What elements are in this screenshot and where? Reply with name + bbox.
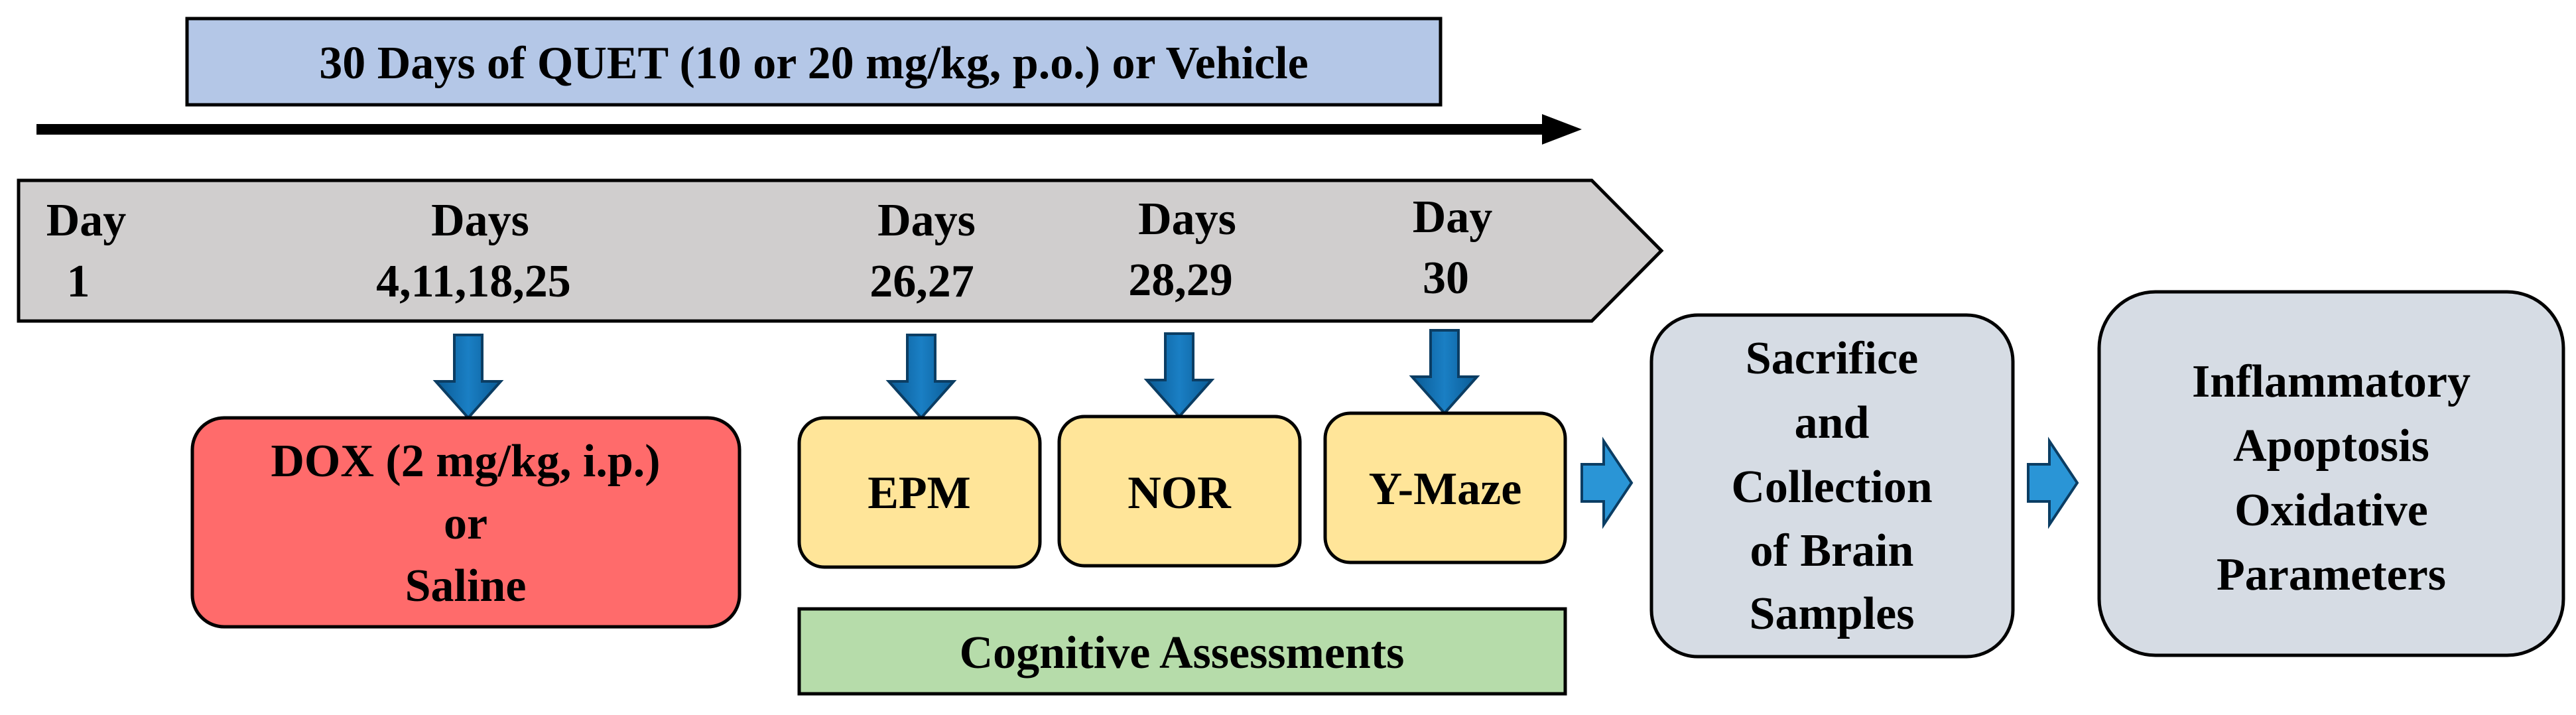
milestone-epm-days-label: Days <box>877 195 976 246</box>
timeline-bar <box>17 178 1664 323</box>
down-arrow-ymaze <box>1409 329 1480 416</box>
parameters-line1: Inflammatory <box>2192 356 2471 407</box>
duration-arrow-head <box>1542 114 1582 145</box>
dox-box-line2: or <box>444 498 487 549</box>
dox-box <box>190 416 741 629</box>
milestone-day-1-value: 1 <box>67 256 90 307</box>
sacrifice-line4: of Brain <box>1750 525 1914 576</box>
milestone-nor-days-label: Days <box>1138 194 1236 245</box>
test-box-epm-label: EPM <box>868 468 971 519</box>
cognitive-assessments-box <box>797 607 1567 696</box>
milestone-nor-days-value: 28,29 <box>1128 255 1233 306</box>
down-arrow-nor <box>1143 332 1215 419</box>
down-arrow-dox <box>432 334 504 421</box>
cognitive-assessments-label: Cognitive Assessments <box>960 627 1405 679</box>
milestone-day-30-value: 30 <box>1423 253 1469 304</box>
treatment-banner <box>185 17 1443 107</box>
down-arrow-epm <box>885 334 957 421</box>
sacrifice-line1: Sacrifice <box>1746 333 1918 384</box>
sacrifice-line5: Samples <box>1750 588 1915 639</box>
sacrifice-box <box>1649 313 2015 659</box>
milestone-dox-days-label: Days <box>431 195 529 246</box>
test-box-nor <box>1057 415 1302 568</box>
test-box-ymaze <box>1323 411 1567 564</box>
test-box-nor-label: NOR <box>1127 468 1232 519</box>
sacrifice-line3: Collection <box>1731 462 1932 513</box>
right-arrow-to-sacrifice <box>1580 436 1634 529</box>
parameters-line2: Apoptosis <box>2233 421 2429 472</box>
test-box-epm <box>797 416 1042 569</box>
parameters-line4: Parameters <box>2217 549 2446 600</box>
sacrifice-line2: and <box>1795 397 1870 448</box>
test-box-ymaze-label: Y-Maze <box>1369 464 1522 515</box>
parameters-line3: Oxidative <box>2234 485 2428 536</box>
dox-box-line1: DOX (2 mg/kg, i.p.) <box>271 436 660 487</box>
treatment-banner-label: 30 Days of QUET (10 or 20 mg/kg, p.o.) o… <box>319 38 1308 89</box>
right-arrow-to-parameters <box>2027 436 2079 529</box>
milestone-dox-days-value: 4,11,18,25 <box>376 256 571 307</box>
milestone-day-1-label: Day <box>46 195 127 246</box>
milestone-epm-days-value: 26,27 <box>869 256 974 307</box>
dox-box-line3: Saline <box>405 560 527 612</box>
parameters-box <box>2097 290 2565 657</box>
milestone-day-30-label: Day <box>1413 192 1493 243</box>
